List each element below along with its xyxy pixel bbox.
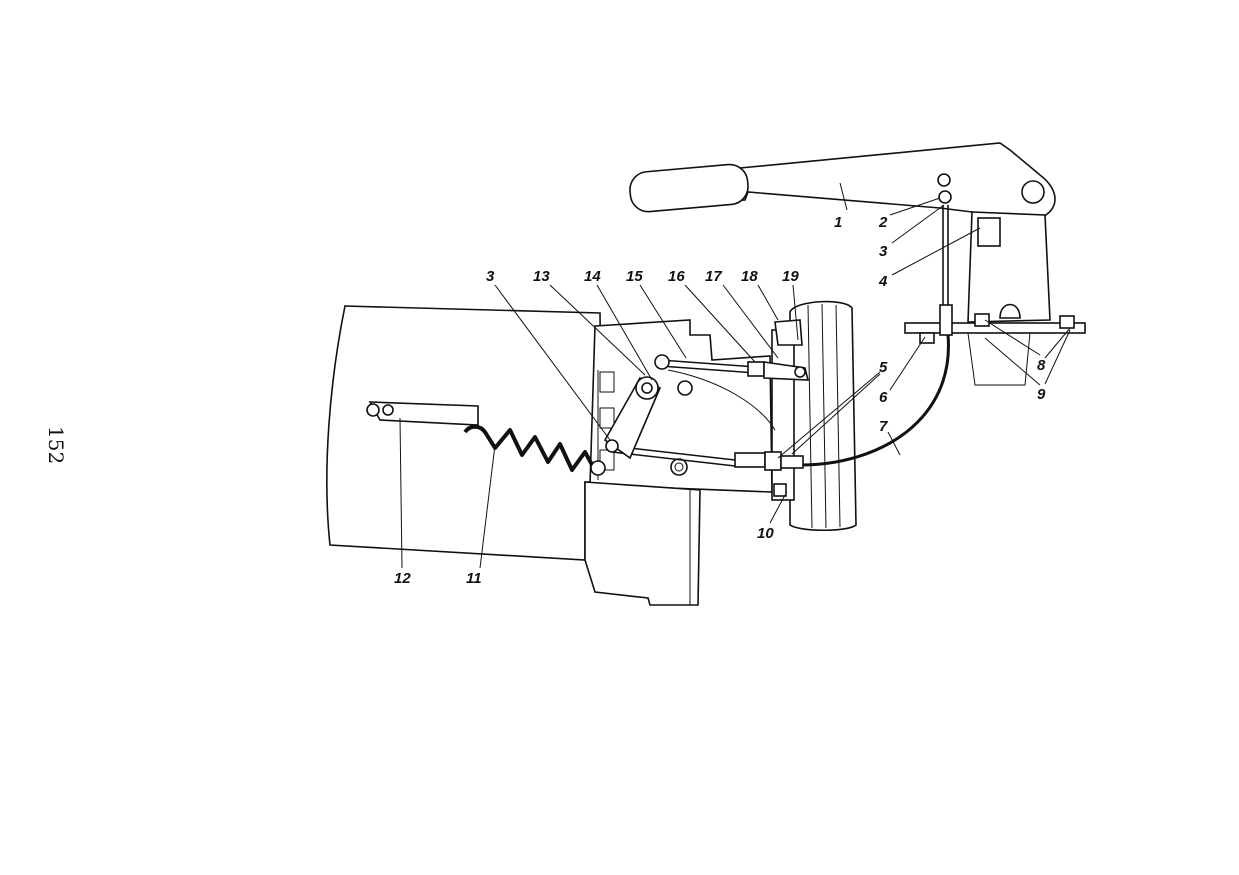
callout-16: 16 xyxy=(668,268,685,285)
leader-lines xyxy=(399,182,1071,569)
callout-15: 15 xyxy=(626,268,643,285)
callout-3-lever: 3 xyxy=(879,243,888,260)
callout-14: 14 xyxy=(584,268,601,285)
callout-19: 19 xyxy=(782,268,799,285)
return-spring xyxy=(463,424,606,476)
callout-8: 8 xyxy=(1037,357,1046,374)
callout-2: 2 xyxy=(878,214,888,231)
callout-3-linkage: 3 xyxy=(486,268,495,285)
callout-9: 9 xyxy=(1037,386,1046,403)
hand-brake-lever xyxy=(629,142,1086,386)
callout-5: 5 xyxy=(879,359,888,376)
callouts: 1 2 3 4 3 13 14 15 16 17 18 19 5 6 7 8 9… xyxy=(394,214,1046,587)
callout-7: 7 xyxy=(879,418,888,435)
callout-11: 11 xyxy=(466,570,482,587)
callout-18: 18 xyxy=(741,268,758,285)
callout-12: 12 xyxy=(394,570,411,587)
housing-body xyxy=(326,305,773,606)
callout-4: 4 xyxy=(878,273,888,290)
callout-1: 1 xyxy=(834,214,842,231)
callout-17: 17 xyxy=(705,268,722,285)
callout-10: 10 xyxy=(757,525,774,542)
brake-cable xyxy=(734,334,950,471)
lever-rod xyxy=(939,205,953,336)
spring-bracket xyxy=(366,401,479,426)
callout-13: 13 xyxy=(533,268,550,285)
linkage xyxy=(603,319,810,497)
callout-6: 6 xyxy=(879,389,888,406)
